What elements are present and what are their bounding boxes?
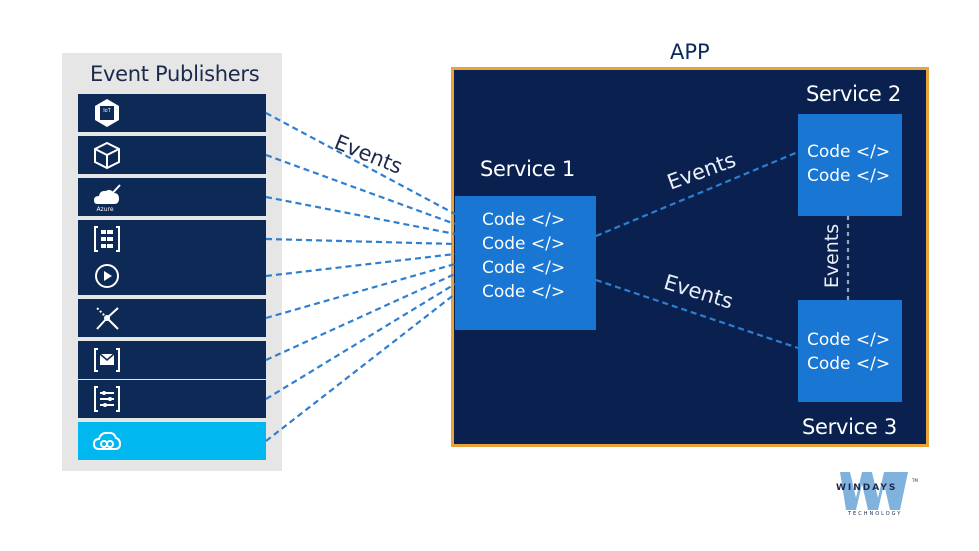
mail-envelope-icon — [94, 348, 120, 372]
svg-text:IoT: IoT — [103, 108, 112, 114]
event-publishers-title: Event Publishers — [90, 62, 260, 86]
publisher-row-sliders[interactable] — [78, 380, 266, 418]
azure-cloud-brush-icon: Azure — [94, 184, 121, 212]
bracket-list-icon — [94, 226, 120, 252]
cube-icon — [94, 141, 120, 170]
publisher-row-cloud-active[interactable] — [78, 422, 266, 460]
windays-logo: WINDAYS TM TECHNOLOGY — [834, 470, 924, 520]
service1-code-line: Code </> — [482, 258, 566, 278]
service3-code-line: Code </> — [807, 330, 891, 350]
network-arrows-icon — [96, 307, 119, 330]
publisher-row-network[interactable] — [78, 299, 266, 337]
service3-title: Service 3 — [802, 415, 897, 439]
service2-code-line: Code </> — [807, 142, 891, 162]
service1-title: Service 1 — [480, 157, 575, 181]
service1-code-line: Code </> — [482, 210, 566, 230]
windays-logo-mark — [840, 472, 908, 510]
publisher-row-bracket[interactable] — [78, 220, 266, 258]
service3-code-box: Code </> Code </> — [798, 300, 902, 402]
service1-code-line: Code </> — [482, 234, 566, 254]
events-vertical-label: Events — [821, 223, 844, 289]
service2-code-box: Code </> Code </> — [798, 114, 902, 216]
cloud-link-icon — [92, 431, 122, 450]
iot-chip-icon: IoT — [95, 99, 119, 127]
service3-code-line: Code </> — [807, 354, 891, 374]
logo-brand-text: WINDAYS — [836, 483, 898, 493]
media-play-icon — [95, 264, 119, 288]
app-title: APP — [670, 40, 710, 64]
service2-title: Service 2 — [806, 82, 901, 106]
publisher-row-azure[interactable]: Azure — [78, 178, 266, 216]
publisher-row-iot[interactable]: IoT — [78, 94, 266, 132]
service2-code-line: Code </> — [807, 166, 891, 186]
publisher-row-cube[interactable] — [78, 136, 266, 174]
service1-code-line: Code </> — [482, 282, 566, 302]
logo-sub-text: TECHNOLOGY — [848, 511, 903, 517]
publisher-row-mail[interactable] — [78, 341, 266, 379]
logo-tm: TM — [912, 478, 918, 483]
publisher-row-media[interactable] — [78, 257, 266, 295]
svg-text:Azure: Azure — [96, 206, 113, 212]
sliders-icon — [94, 386, 120, 412]
service1-code-box: Code </> Code </> Code </> Code </> — [455, 196, 596, 330]
